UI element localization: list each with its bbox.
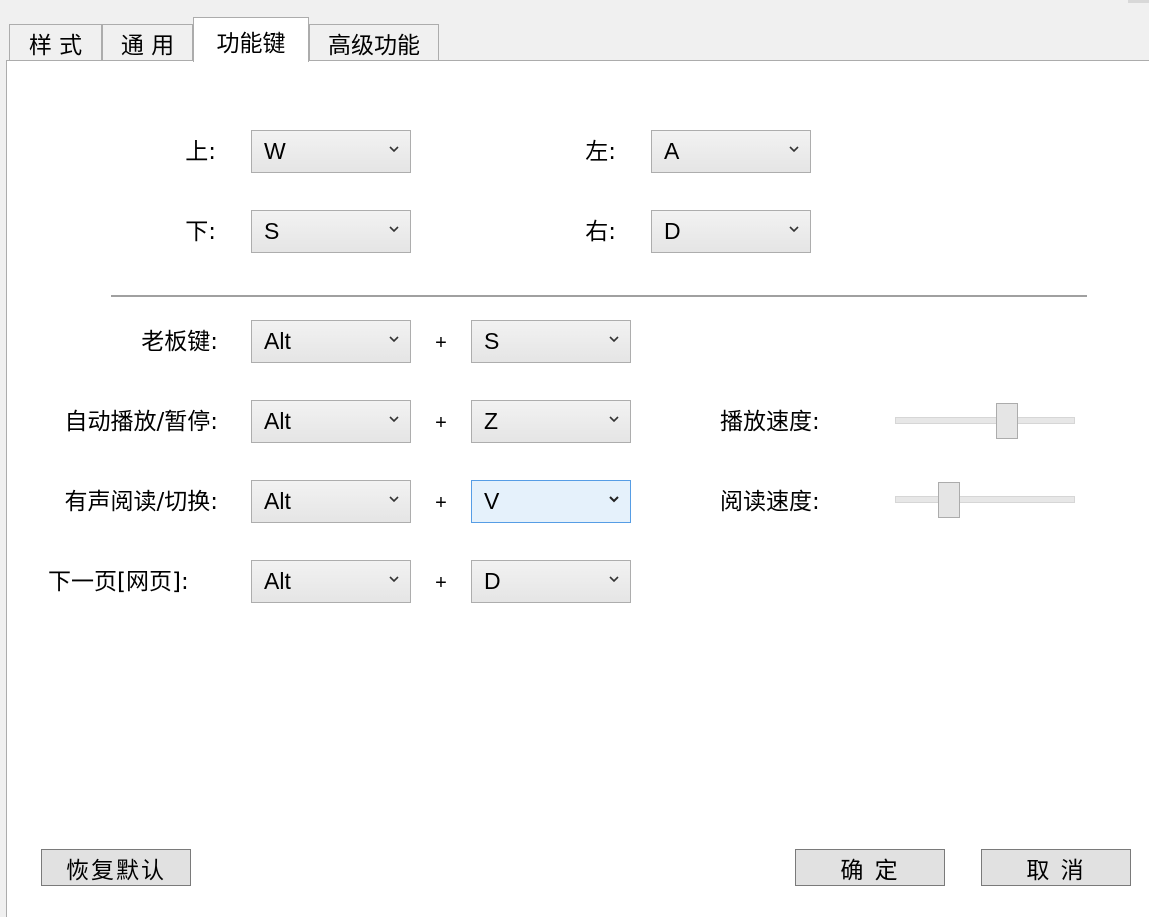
right-key-value: D — [664, 218, 681, 244]
window-top-strip — [0, 0, 1149, 8]
read-aloud-key-value: V — [484, 488, 500, 514]
next-page-label: 下一页[网页]: — [48, 569, 189, 595]
next-page-key-select[interactable]: D — [471, 560, 631, 603]
tab-advanced[interactable]: 高级功能 — [309, 24, 439, 60]
chevron-down-icon — [609, 416, 619, 423]
ok-button[interactable]: 确 定 — [795, 849, 945, 886]
tab-bar: 样 式 通 用 功能键 高级功能 — [0, 0, 1149, 62]
up-key-select[interactable]: W — [251, 130, 411, 173]
section-divider — [111, 295, 1087, 297]
read-speed-label: 阅读速度: — [720, 489, 820, 515]
restore-default-button[interactable]: 恢复默认 — [41, 849, 191, 886]
down-key-select[interactable]: S — [251, 210, 411, 253]
read-speed-slider[interactable] — [895, 481, 1075, 519]
chevron-down-icon — [789, 146, 799, 153]
cancel-button[interactable]: 取 消 — [981, 849, 1131, 886]
right-key-select[interactable]: D — [651, 210, 811, 253]
chevron-down-icon — [609, 496, 619, 503]
boss-key-key-select[interactable]: S — [471, 320, 631, 363]
chevron-down-icon — [389, 226, 399, 233]
plus-sign: + — [435, 492, 447, 514]
autoplay-modifier-value: Alt — [264, 408, 291, 434]
right-label: 右: — [585, 219, 616, 245]
play-speed-slider[interactable] — [895, 402, 1075, 440]
slider-track — [895, 417, 1075, 424]
autoplay-label: 自动播放/暂停: — [64, 409, 219, 435]
tab-general[interactable]: 通 用 — [102, 24, 193, 60]
read-aloud-modifier-value: Alt — [264, 488, 291, 514]
chevron-down-icon — [609, 576, 619, 583]
chevron-down-icon — [389, 146, 399, 153]
chevron-down-icon — [389, 576, 399, 583]
chevron-down-icon — [389, 416, 399, 423]
play-speed-label: 播放速度: — [720, 409, 820, 435]
autoplay-key-value: Z — [484, 408, 499, 434]
boss-key-modifier-select[interactable]: Alt — [251, 320, 411, 363]
read-aloud-key-select[interactable]: V — [471, 480, 631, 523]
next-page-modifier-value: Alt — [264, 568, 291, 594]
left-key-value: A — [664, 138, 680, 164]
chevron-down-icon — [609, 336, 619, 343]
autoplay-modifier-select[interactable]: Alt — [251, 400, 411, 443]
plus-sign: + — [435, 572, 447, 594]
down-key-value: S — [264, 218, 280, 244]
chevron-down-icon — [389, 336, 399, 343]
autoplay-key-select[interactable]: Z — [471, 400, 631, 443]
down-label: 下: — [185, 219, 216, 245]
slider-thumb[interactable] — [996, 403, 1018, 439]
next-page-modifier-select[interactable]: Alt — [251, 560, 411, 603]
plus-sign: + — [435, 332, 447, 354]
next-page-key-value: D — [484, 568, 501, 594]
tab-style[interactable]: 样 式 — [9, 24, 102, 60]
plus-sign: + — [435, 412, 447, 434]
left-key-select[interactable]: A — [651, 130, 811, 173]
left-label: 左: — [585, 139, 616, 165]
chevron-down-icon — [789, 226, 799, 233]
read-aloud-modifier-select[interactable]: Alt — [251, 480, 411, 523]
chevron-down-icon — [389, 496, 399, 503]
tab-function-keys[interactable]: 功能键 — [193, 17, 309, 62]
read-aloud-label: 有声阅读/切换: — [64, 489, 219, 515]
slider-track — [895, 496, 1075, 503]
window-top-mark — [1128, 0, 1149, 3]
boss-key-modifier-value: Alt — [264, 328, 291, 354]
boss-key-key-value: S — [484, 328, 500, 354]
up-key-value: W — [264, 138, 286, 164]
boss-key-label: 老板键: — [141, 329, 218, 355]
up-label: 上: — [185, 139, 216, 165]
slider-thumb[interactable] — [938, 482, 960, 518]
